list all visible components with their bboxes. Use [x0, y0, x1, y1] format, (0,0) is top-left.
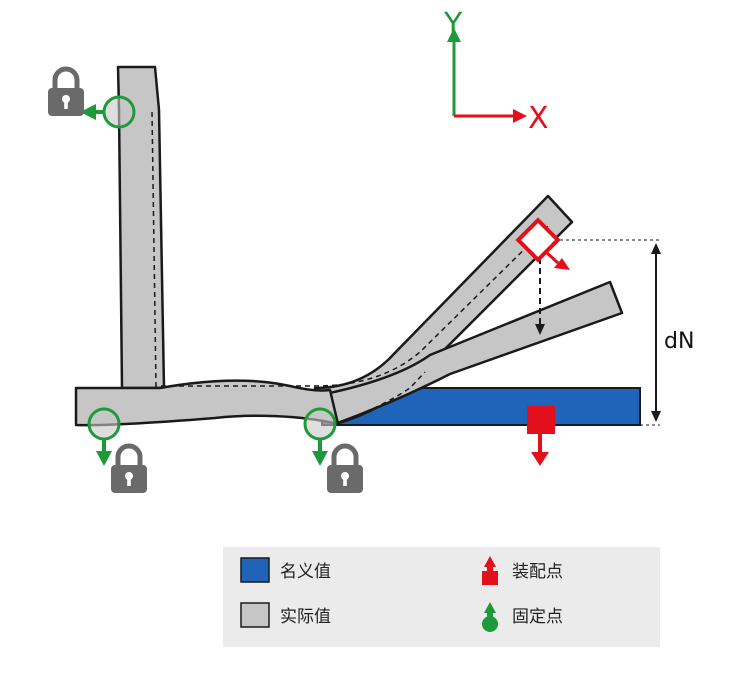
deflected-contour-dashed [339, 371, 426, 423]
fixed-point-legend-icon [482, 602, 498, 632]
fixed-point-bottom-middle [303, 407, 337, 466]
padlock-icon [327, 446, 363, 493]
nominal-contour-dashed [151, 111, 549, 387]
legend-swatch-actual [240, 602, 270, 628]
legend-label-assembly-point: 装配点 [512, 562, 563, 582]
y-axis-label: Y [443, 7, 463, 42]
dimension-label: dN [664, 329, 694, 354]
legend-swatch-nominal [240, 557, 270, 583]
coordinate-axes: Y X [443, 7, 549, 136]
legend: 名义值 实际值 装配点 固定点 [223, 547, 660, 647]
legend-background [223, 547, 660, 647]
assembly-point-flange [527, 406, 555, 466]
padlock-icon [111, 446, 147, 493]
legend-label-nominal: 名义值 [280, 562, 331, 582]
legend-label-actual: 实际值 [280, 607, 331, 627]
fixed-point-top [80, 95, 136, 129]
legend-label-fixed-point: 固定点 [512, 607, 563, 627]
deflection-arrow [535, 258, 545, 335]
dimension-dn: dN [560, 239, 694, 426]
assembly-point-nominal [515, 217, 570, 270]
padlock-icon [48, 69, 84, 116]
x-axis-label: X [528, 101, 549, 136]
fixed-point-bottom-left [87, 407, 121, 466]
assembly-point-legend-icon [482, 556, 498, 585]
